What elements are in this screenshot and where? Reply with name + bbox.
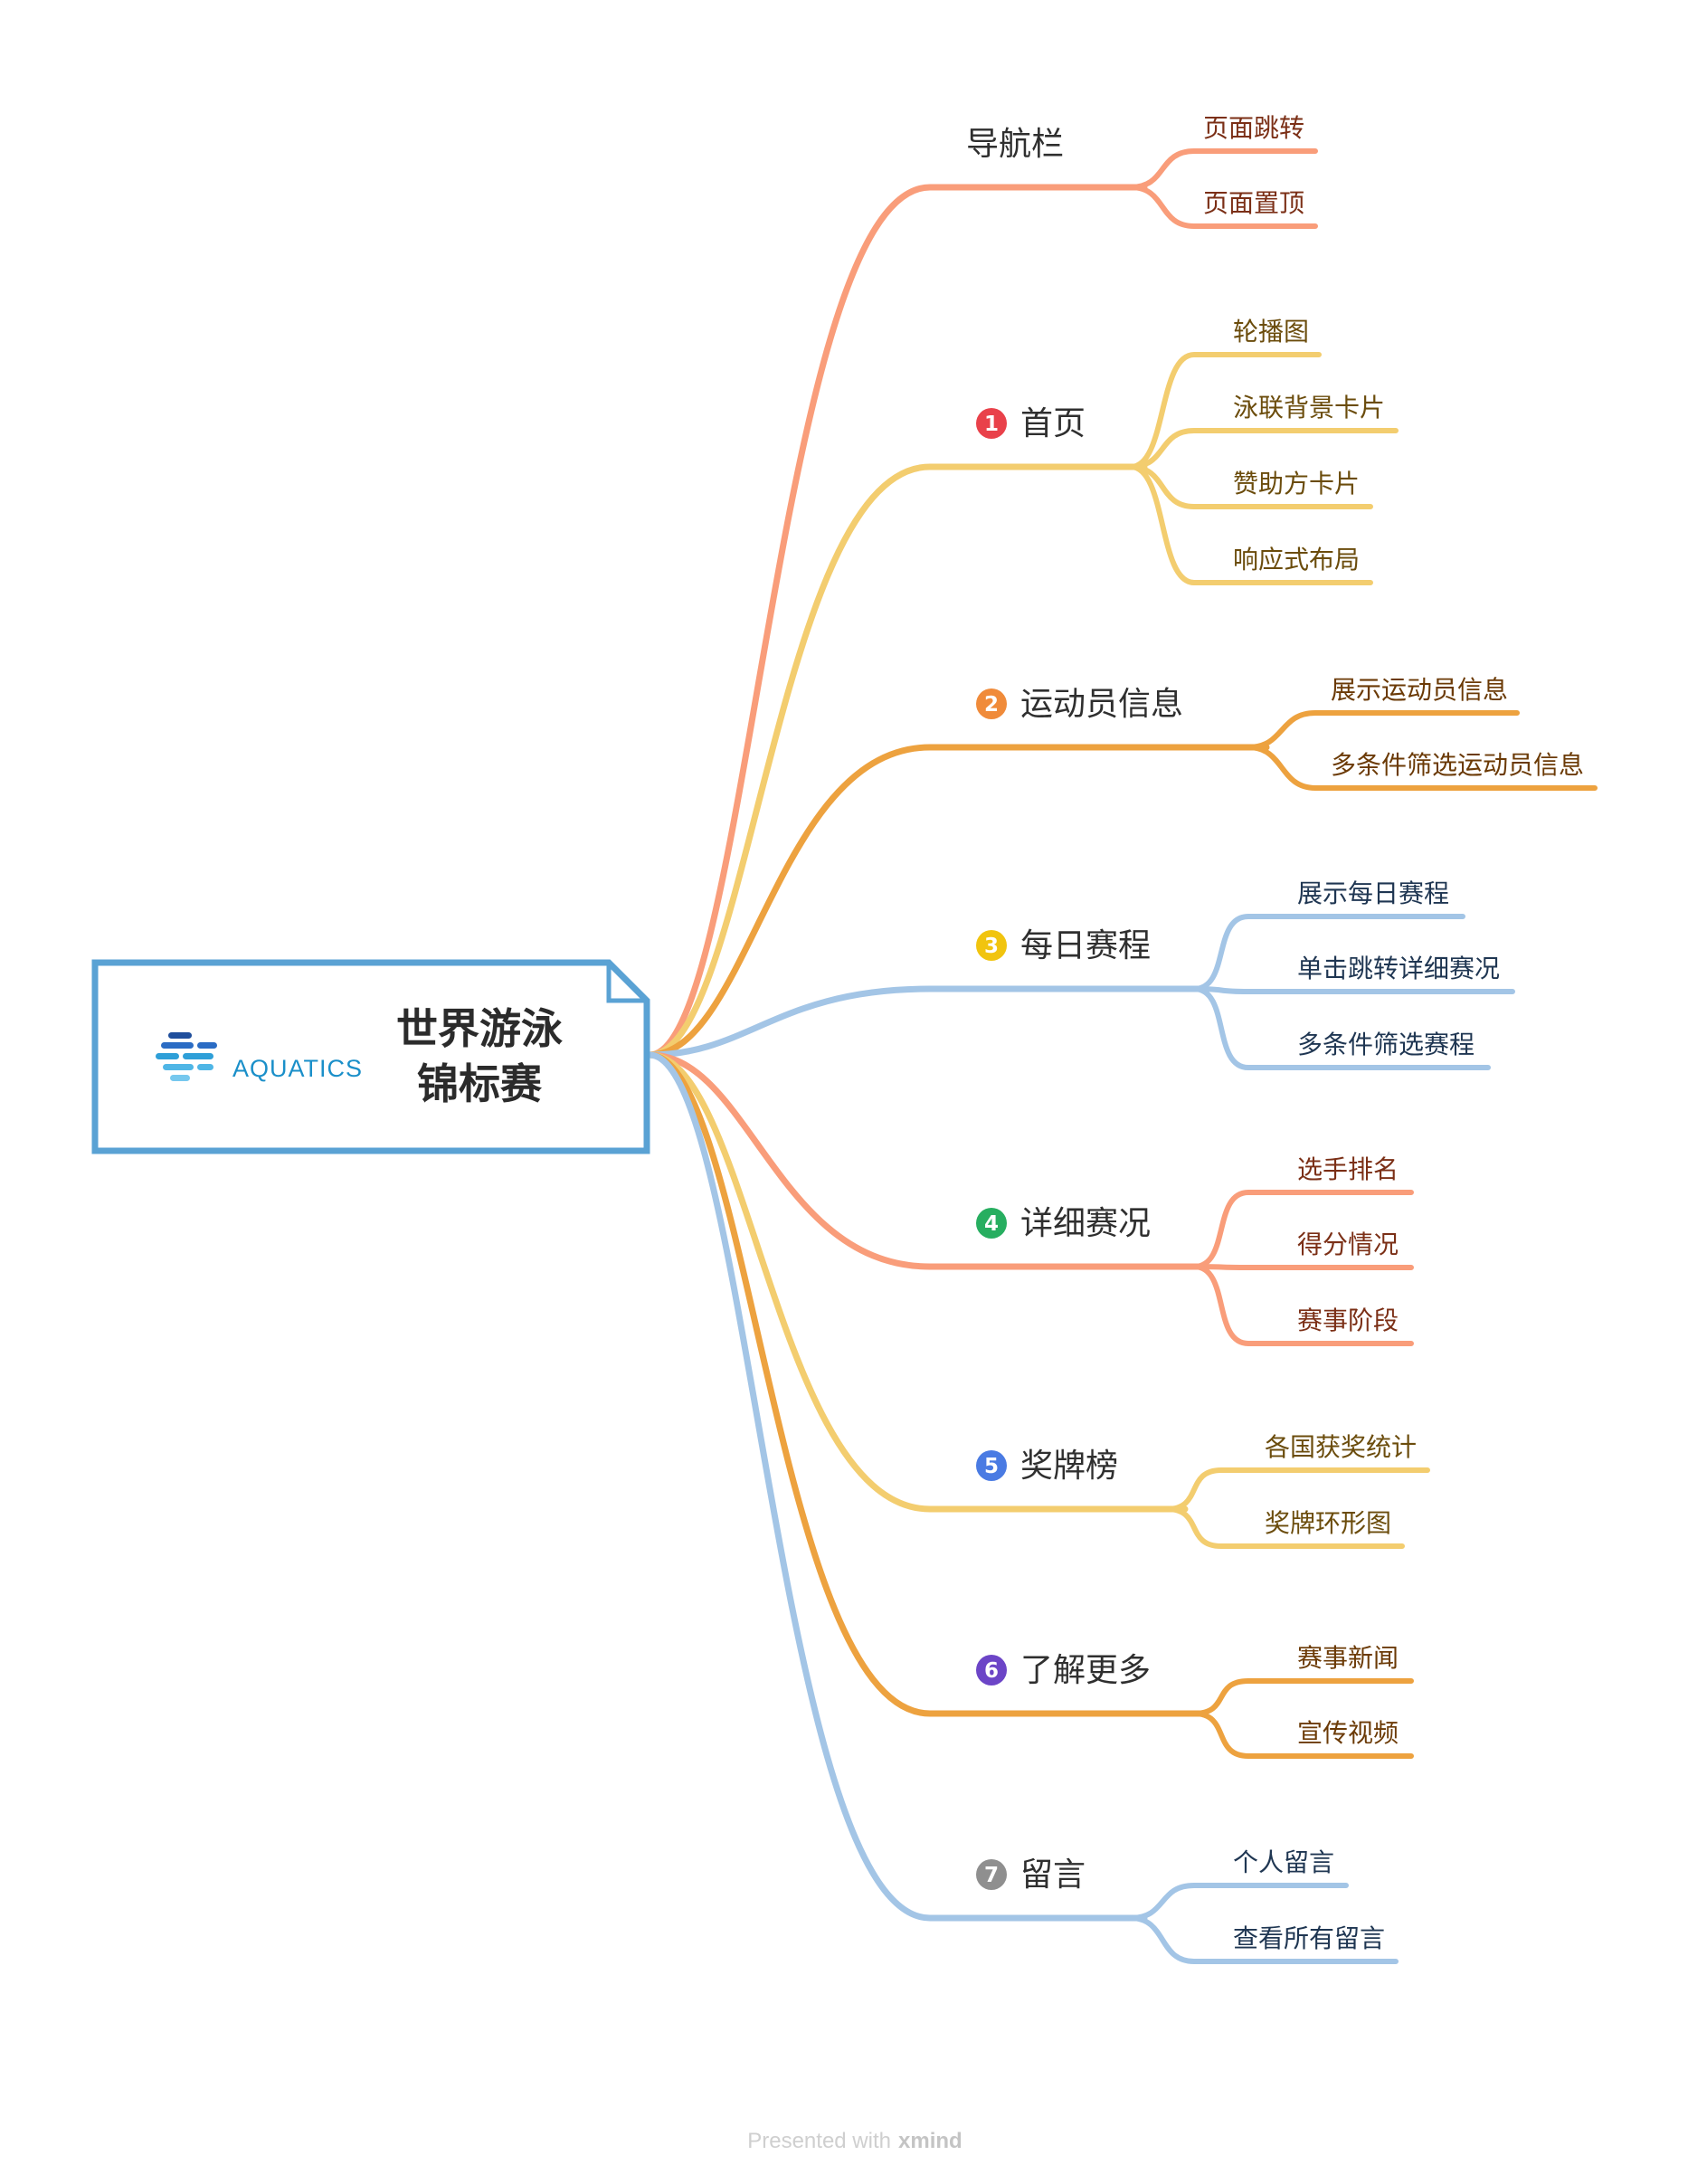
branch-label: 了解更多	[1020, 1652, 1151, 1689]
leaf-connector	[1191, 1711, 1414, 1759]
branch-connector	[646, 1051, 1148, 1922]
leaf-connector	[1191, 986, 1491, 1070]
leaf-connector	[1164, 1467, 1430, 1512]
branch-topic[interactable]: 5 奖牌榜	[976, 1448, 1118, 1485]
branch-connector	[646, 184, 1148, 1059]
branch-topic[interactable]: 2 运动员信息	[976, 686, 1183, 723]
priority-badge-icon	[976, 408, 1007, 439]
central-frame	[91, 959, 650, 1154]
branch-topic[interactable]: 导航栏	[966, 126, 1064, 163]
subtopic-label[interactable]: 泳联背景卡片	[1233, 393, 1385, 423]
branch-label: 运动员信息	[1020, 686, 1183, 723]
leaf-connector	[1246, 745, 1598, 791]
branch-connector	[646, 744, 1270, 1059]
subtopic-label[interactable]: 展示运动员信息	[1331, 675, 1508, 705]
leaf-connector	[1246, 710, 1520, 750]
brand-name: AQUATICS	[232, 1055, 363, 1082]
subtopic-label[interactable]: 轮播图	[1233, 317, 1309, 347]
subtopic-label[interactable]: 各国获奖统计	[1265, 1432, 1417, 1462]
leaf-connector	[1164, 1506, 1405, 1549]
branch-label: 每日赛程	[1020, 927, 1151, 964]
branch-connector	[646, 463, 1148, 1059]
branch-connector	[646, 1051, 1189, 1513]
central-title-line2: 锦标赛	[417, 1059, 543, 1108]
leaf-connector	[1128, 428, 1399, 470]
subtopic-label[interactable]: 个人留言	[1233, 1847, 1334, 1877]
branch-connector	[646, 1051, 1207, 1270]
branch-label: 奖牌榜	[1020, 1448, 1118, 1485]
subtopic-label[interactable]: 多条件筛选赛程	[1297, 1030, 1475, 1059]
priority-badge-number: 6	[984, 1659, 999, 1683]
leaf-connector	[1191, 1678, 1414, 1716]
priority-badge-icon	[976, 1208, 1007, 1239]
subtopic-label[interactable]: 页面置顶	[1203, 188, 1304, 218]
page-fold-corner	[606, 963, 647, 1003]
priority-badge-number: 4	[984, 1212, 999, 1236]
priority-badge-number: 7	[984, 1864, 999, 1887]
branch-topic[interactable]: 6 了解更多	[976, 1652, 1151, 1689]
subtopic-label[interactable]: 查看所有留言	[1233, 1923, 1385, 1953]
subtopic-label[interactable]: 赞助方卡片	[1233, 469, 1360, 499]
priority-badge-number: 1	[984, 413, 999, 436]
subtopic-label[interactable]: 赛事阶段	[1297, 1306, 1399, 1335]
leaf-connector	[1191, 914, 1465, 992]
subtopic-label[interactable]: 得分情况	[1297, 1230, 1399, 1259]
branch-label: 留言	[1020, 1856, 1086, 1894]
central-title-line1: 世界游泳	[396, 1004, 563, 1053]
branch-topic[interactable]: 1 首页	[976, 405, 1086, 442]
priority-badge-icon	[976, 1450, 1007, 1481]
branch-label: 导航栏	[966, 126, 1064, 163]
subtopic-label[interactable]: 选手排名	[1297, 1154, 1399, 1184]
footer-prefix: Presented with	[747, 2129, 891, 2153]
leaf-connector	[1128, 352, 1322, 470]
branch-topic[interactable]: 4 详细赛况	[976, 1205, 1151, 1242]
footer-watermark: Presented with xmind	[747, 2129, 962, 2153]
footer-brand: xmind	[898, 2129, 963, 2153]
leaf-connector	[1128, 1883, 1349, 1921]
subtopic-label[interactable]: 单击跳转详细赛况	[1297, 954, 1500, 983]
subtopic-label[interactable]: 响应式布局	[1233, 545, 1360, 574]
leaf-connector	[1191, 986, 1515, 994]
branch-topic[interactable]: 7 留言	[976, 1856, 1086, 1894]
subtopic-label[interactable]: 展示每日赛程	[1297, 878, 1449, 908]
priority-badge-icon	[976, 688, 1007, 719]
central-topic[interactable]: AQUATICS 世界游泳 锦标赛	[91, 959, 650, 1154]
subtopic-label[interactable]: 奖牌环形图	[1265, 1508, 1391, 1538]
leaf-connector	[1128, 1915, 1399, 1964]
leaf-connector	[1191, 1264, 1414, 1346]
leaf-connector	[1128, 185, 1318, 229]
priority-badge-number: 3	[984, 935, 999, 958]
branch-label: 首页	[1020, 405, 1086, 442]
connector-lines	[646, 148, 1598, 1964]
leaf-connector	[1191, 1264, 1414, 1270]
subtopic-label[interactable]: 赛事新闻	[1297, 1643, 1399, 1673]
leaf-connector	[1128, 148, 1318, 190]
aquatics-logo-icon	[156, 1032, 217, 1081]
priority-badge-icon	[976, 930, 1007, 961]
priority-badge-icon	[976, 1859, 1007, 1890]
subtopic-label[interactable]: 页面跳转	[1203, 113, 1304, 143]
branch-connector	[646, 1051, 1207, 1717]
branch-topic[interactable]: 3 每日赛程	[976, 927, 1151, 964]
priority-badge-number: 2	[984, 693, 999, 717]
leaf-connector	[1128, 464, 1373, 585]
priority-badge-number: 5	[984, 1455, 999, 1478]
priority-badge-icon	[976, 1655, 1007, 1685]
branch-label: 详细赛况	[1020, 1205, 1151, 1242]
subtopic-label[interactable]: 宣传视频	[1297, 1718, 1399, 1748]
leaf-connector	[1191, 1190, 1414, 1269]
branch-connector	[646, 985, 1207, 1059]
subtopic-label[interactable]: 多条件筛选运动员信息	[1331, 750, 1584, 780]
